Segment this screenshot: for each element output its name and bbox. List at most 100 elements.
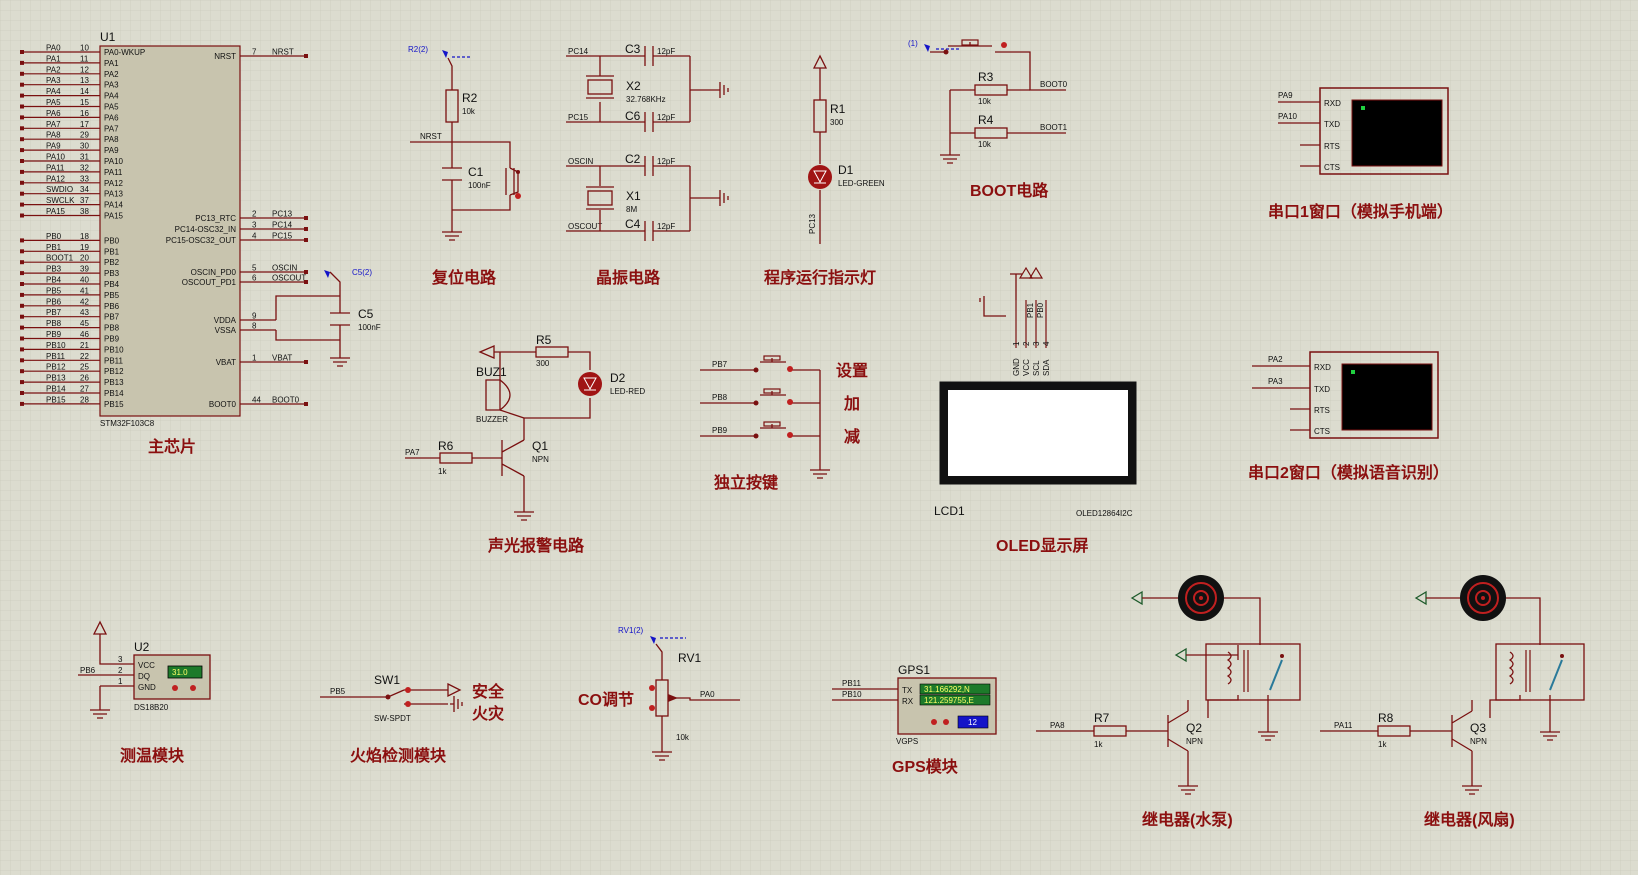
mcu-right-pin-terminal[interactable] [304,360,308,364]
uart1-terminal[interactable]: PA9 PA10 RXD TXD RTS CTS 串口1窗口（模拟手机端） [1268,87,1453,221]
mcu-left-pin-net: PA9 [46,142,61,151]
mcu-left-pin-terminal[interactable] [20,271,24,276]
rv1-up-icon[interactable] [649,685,655,691]
reset-button[interactable] [505,167,519,196]
mcu-left-pin-terminal[interactable] [20,292,24,297]
r7-resistor[interactable] [1093,725,1127,737]
c2-c4-caps[interactable] [644,156,654,241]
mcu-left-pin-num: 17 [80,120,89,129]
gps-lon-display[interactable] [919,694,991,706]
uart2-terminal[interactable]: PA2 PA3 RXD TXD RTS CTS 串口2窗口（模拟语音识别） [1248,351,1449,482]
uart2-screen[interactable] [1341,363,1433,431]
ds18-up-icon[interactable] [190,685,196,691]
gps-down-icon[interactable] [931,719,937,725]
mcu-right-pin-terminal[interactable] [304,216,308,220]
mcu-right-pin-net: NRST [272,48,294,57]
mcu-left-pin-terminal[interactable] [20,104,24,109]
mcu-left-pin-terminal[interactable] [20,325,24,330]
mcu-right-pin-terminal[interactable] [304,270,308,274]
d1-led[interactable] [808,165,832,189]
mcu-right-pin-terminal[interactable] [304,238,308,242]
d2-led[interactable] [578,372,602,396]
mcu-left-pin-terminal[interactable] [20,82,24,87]
r3-resistor[interactable] [974,84,1008,96]
r1-resistor[interactable] [813,99,827,133]
gps-module[interactable]: 31.166292,N 121.259755,E 12 TX RX PB11 P… [832,663,997,776]
mcu-left-pin-terminal[interactable] [20,115,24,120]
mcu-left-pin-terminal[interactable] [20,213,24,218]
mcu-left-pin-terminal[interactable] [20,401,24,406]
ds18-down-icon[interactable] [172,685,178,691]
key-button[interactable] [787,432,793,438]
gps-lat-display[interactable] [919,683,991,695]
mcu-left-pin-terminal[interactable] [20,369,24,374]
mcu-left-pin-terminal[interactable] [20,336,24,341]
q1-transistor[interactable] [501,439,525,477]
mcu-left-pin-terminal[interactable] [20,303,24,308]
r2-resistor[interactable] [445,89,459,123]
key-button[interactable] [787,366,793,372]
boot-switch[interactable] [930,42,1066,91]
key-button[interactable] [787,399,793,405]
mcu-left-pin-terminal[interactable] [20,314,24,319]
mcu-right-pin-terminal[interactable] [304,402,308,406]
mcu-left-pin-terminal[interactable] [20,148,24,153]
mcu-body[interactable] [99,45,241,417]
mcu-right-pin-terminal[interactable] [304,227,308,231]
key-cap[interactable] [763,421,781,427]
mcu-left-pin-terminal[interactable] [20,358,24,363]
relay1-circuit[interactable]: PA8 R7 1k Q2 NPN 继电器(水泵) [1036,575,1301,829]
mcu-left-pin-terminal[interactable] [20,137,24,142]
mcu-left-pin-terminal[interactable] [20,282,24,286]
r6-resistor[interactable] [439,452,473,464]
mcu-right-pin-terminal[interactable] [304,54,308,58]
mcu-left-pin-terminal[interactable] [20,191,24,196]
mcu-left-pin-terminal[interactable] [20,159,24,163]
mcu-left-pin-terminal[interactable] [20,50,24,54]
boot-circuit[interactable]: (1) R3 10k R4 10k BOOT0 BOOT1 BOOT电路 [908,39,1068,200]
gps-up-icon[interactable] [943,719,949,725]
c1-capacitor[interactable] [442,167,462,181]
rv1-down-icon[interactable] [649,705,655,711]
mcu-left-pin-terminal[interactable] [20,249,24,254]
mcu-left-pin-terminal[interactable] [20,391,24,395]
c5-capacitor[interactable] [330,312,350,326]
x2-crystal[interactable] [587,79,613,95]
led-circuit[interactable]: R1 300 D1 LED-GREEN PC13 程序运行指示灯 [764,54,885,287]
uart1-screen[interactable] [1351,99,1443,167]
oled-screen[interactable] [948,390,1128,476]
r4-resistor[interactable] [974,127,1008,139]
mcu-left-pin-terminal[interactable] [20,169,24,174]
mcu-left-pin-terminal[interactable] [20,93,24,98]
mcu-left-pin-terminal[interactable] [20,238,24,243]
mcu-right-pin-terminal[interactable] [304,280,308,284]
mcu-left-pin-terminal[interactable] [20,71,24,76]
mcu-left-pin-terminal[interactable] [20,380,24,385]
mcu-left-pin-num: 41 [80,286,89,295]
alarm-circuit[interactable]: R5 300 D2 LED-RED BUZ1 BUZZER Q1 NPN R6 … [405,333,645,555]
relay2-circuit[interactable]: PA11 R8 1k Q3 NPN 继电器(风扇) [1320,575,1585,829]
mcu-left-pin-terminal[interactable] [20,60,24,65]
mcu-left-pin-terminal[interactable] [20,126,24,131]
flame-module[interactable]: PB5 SW1 SW-SPDT 安全 火灾 火焰检测模块 [320,673,505,765]
ds18-display[interactable] [167,665,203,679]
ds18b20-module[interactable]: 31.0 VCC DQ GND 3 2 1 U2 DS18B20 PB6 测温模… [78,620,211,765]
mcu-left-pin-terminal[interactable] [20,202,24,207]
r5-resistor[interactable] [535,346,569,358]
r8-resistor[interactable] [1377,725,1411,737]
mcu-left-pin-terminal[interactable] [20,260,24,265]
x1-crystal[interactable] [587,190,613,206]
mcu-left-pin-terminal[interactable] [20,180,24,185]
gps-count-display[interactable] [957,715,989,729]
key-cap[interactable] [763,388,781,394]
co-potentiometer[interactable]: RV1(2) RV1 10k PA0 CO调节 [578,626,740,761]
key-cap[interactable] [763,355,781,361]
mcu-left-pin-terminal[interactable] [20,347,24,352]
reset-circuit[interactable]: R2(2) R2 10k NRST C1 100nF 复位电路 [408,45,521,287]
crystal-circuit[interactable]: PC14 PC15 OSCIN OSCOUT C3 12pF C6 12pF X… [566,42,729,287]
c3-c6-caps[interactable] [644,46,654,132]
